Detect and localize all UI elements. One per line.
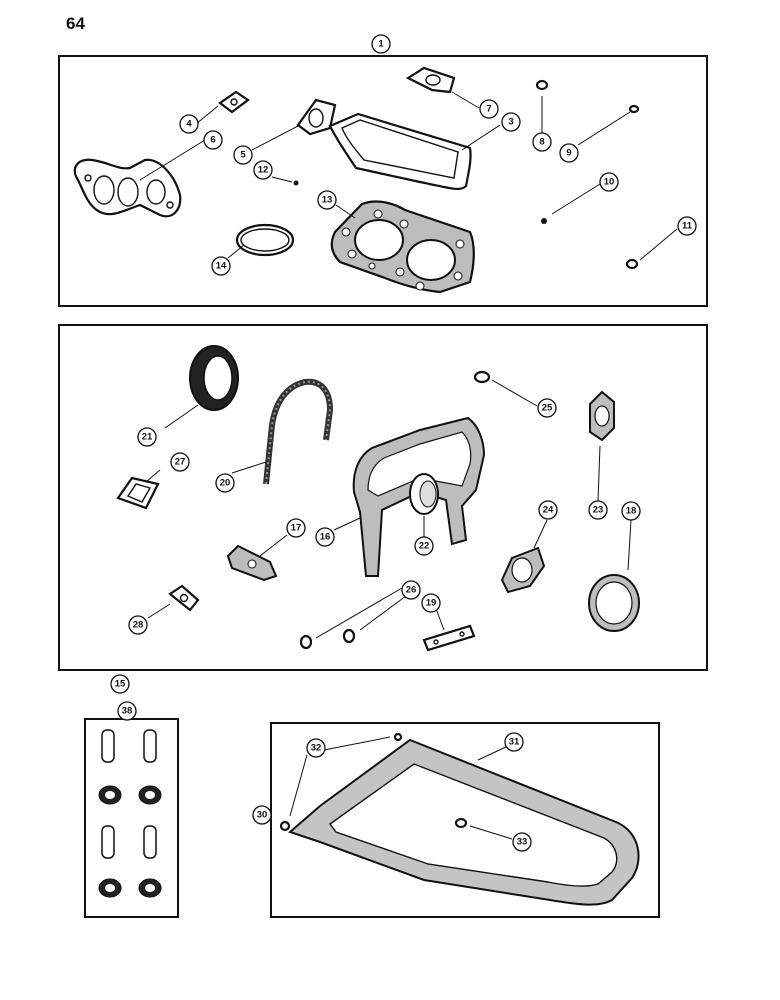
water-pump-gasket-23 [589,390,615,442]
seal-ring [235,223,295,257]
callout-32: 32 [306,738,326,758]
svg-text:6: 6 [210,135,215,146]
svg-text:3: 3 [508,117,513,128]
flange-gasket-28 [168,584,200,612]
svg-text:13: 13 [322,195,333,206]
callout-10: 10 [599,172,619,192]
plate-gasket-19 [422,624,476,652]
svg-text:20: 20 [220,478,231,489]
callout-18: 18 [621,501,641,521]
callout-22: 22 [414,536,434,556]
callout-5: 5 [233,145,253,165]
callout-20: 20 [215,473,235,493]
callout-38: 38 [117,701,137,721]
callout-16: 16 [315,527,335,547]
svg-text:8: 8 [539,137,544,148]
svg-text:16: 16 [320,532,331,543]
svg-text:10: 10 [604,177,615,188]
valve-stem-seals [98,729,162,898]
o-ring-26a [299,634,313,650]
svg-text:18: 18 [626,506,637,517]
callout-33: 33 [512,832,532,852]
small-flange-gasket-4 [218,90,250,114]
ball-10 [541,218,547,224]
callout-1: 1 [371,34,391,54]
svg-text:23: 23 [593,505,604,516]
rocker-cover-gasket [328,112,472,191]
o-ring-33 [454,817,468,829]
svg-text:11: 11 [682,221,693,232]
callout-19: 19 [421,593,441,613]
svg-text:25: 25 [542,403,553,414]
svg-text:5: 5 [240,150,246,161]
cylinder-head-gasket [330,200,475,294]
callout-7: 7 [479,99,499,119]
fuel-pump-gasket-17 [226,544,278,582]
thermostat-gasket-7 [405,66,456,94]
leader-lines [139,91,678,840]
page-number: 64 [66,14,85,33]
svg-text:24: 24 [543,505,554,516]
callout-9: 9 [559,143,579,163]
callout-30: 30 [252,805,272,825]
callout-25: 25 [537,398,557,418]
callout-17: 17 [286,518,306,538]
o-ring-25 [473,370,491,384]
svg-text:22: 22 [419,541,430,552]
svg-text:30: 30 [257,810,268,821]
ball-12 [293,180,299,186]
crankshaft-front-seal [189,345,239,411]
svg-text:21: 21 [142,432,153,443]
svg-text:17: 17 [291,523,302,534]
washer-9 [628,104,640,114]
svg-text:28: 28 [133,620,144,631]
svg-text:1: 1 [378,39,384,50]
callout-8: 8 [532,132,552,152]
callout-13: 13 [317,190,337,210]
callout-11: 11 [677,216,697,236]
callout-4: 4 [179,114,199,134]
timing-cover-oil-seal [409,473,439,515]
callout-26: 26 [401,580,421,600]
svg-text:12: 12 [258,165,269,176]
svg-text:9: 9 [566,148,571,159]
callout-21: 21 [137,427,157,447]
callout-15: 15 [110,674,130,694]
svg-text:15: 15 [115,679,126,690]
washer-11 [625,258,639,270]
manifold-gasket-part [73,158,182,218]
svg-text:31: 31 [509,737,520,748]
outlet-gasket-27 [116,476,160,510]
timing-cover-upper-gasket [263,378,334,485]
svg-text:26: 26 [406,585,417,596]
svg-text:33: 33 [517,837,528,848]
callout-23: 23 [588,500,608,520]
callout-12: 12 [253,160,273,180]
callout-31: 31 [504,732,524,752]
round-gasket-18 [588,574,640,632]
svg-text:27: 27 [175,457,186,468]
callout-6: 6 [203,130,223,150]
callout-14: 14 [211,256,231,276]
cover-gasket-24 [500,546,546,594]
svg-text:32: 32 [311,743,322,754]
elbow-gasket-5 [296,98,337,136]
svg-text:7: 7 [486,104,491,115]
callout-24: 24 [538,500,558,520]
callout-3: 3 [501,112,521,132]
washer-8 [535,79,549,91]
svg-text:38: 38 [122,706,133,717]
callout-27: 27 [170,452,190,472]
o-ring-26b [342,628,356,644]
svg-text:4: 4 [186,119,192,130]
svg-text:19: 19 [426,598,437,609]
callout-28: 28 [128,615,148,635]
svg-text:14: 14 [216,261,227,272]
